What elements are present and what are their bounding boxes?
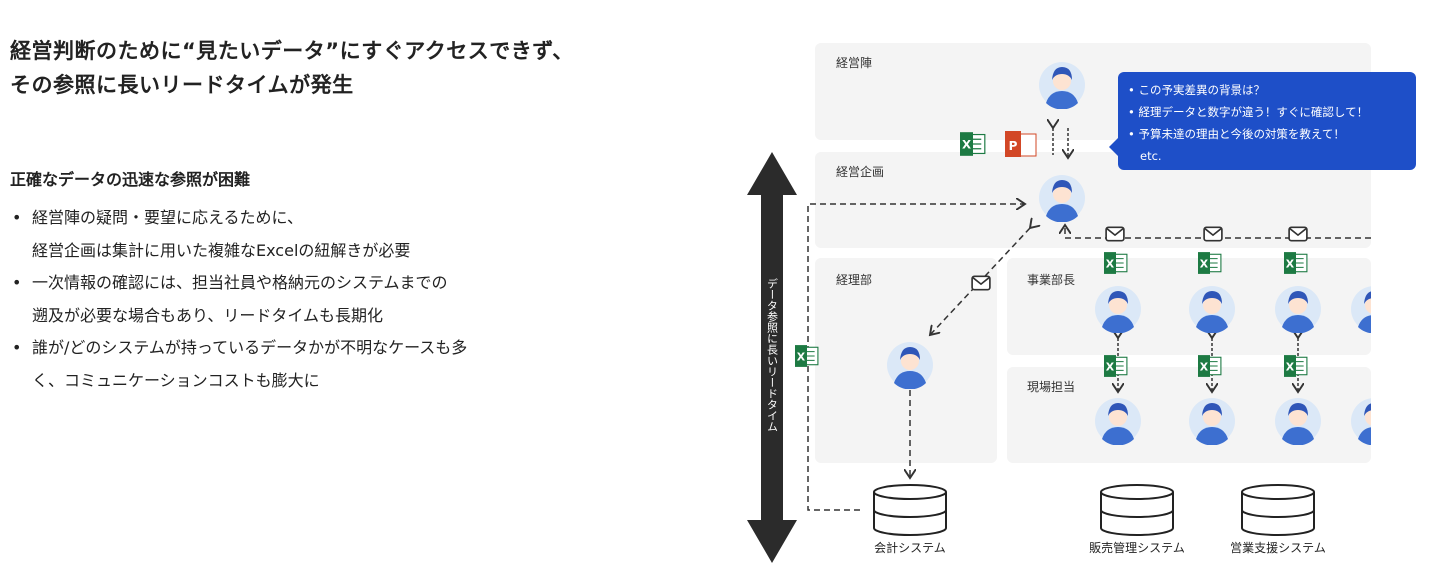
excel-icon — [795, 345, 819, 367]
mail-icon — [971, 275, 991, 291]
svg-text:経営陣: 経営陣 — [836, 56, 872, 70]
svg-text:P: P — [1009, 139, 1018, 153]
svg-text:データ参照に長いリードタイム: データ参照に長いリードタイム — [766, 277, 779, 432]
svg-text:経理部: 経理部 — [836, 272, 872, 287]
executive-questions-bubble: • この予実差異の背景は？ • 経理データと数字が違う！すぐに確認して！ • 予… — [1109, 72, 1416, 170]
title-line-1: 経営判断のために“見たいデータ”にすぐアクセスできず、 — [10, 39, 574, 63]
system-accounting: 会計システム — [873, 484, 947, 555]
svg-text:事業部長: 事業部長 — [1027, 272, 1075, 287]
bullet-list: 経営陣の疑問・要望に応えるために、経営企画は集計に用いた複雑なExcelの紐解き… — [10, 202, 467, 397]
excel-icon — [1198, 355, 1222, 377]
svg-text:現場担当: 現場担当 — [1027, 380, 1075, 394]
bubble-line: etc. — [1140, 149, 1162, 163]
mail-icon — [1203, 226, 1223, 242]
bubble-line: • 経理データと数字が違う！すぐに確認して！ — [1128, 105, 1369, 119]
svg-text:経営企画: 経営企画 — [836, 164, 884, 179]
panel-field-staff: 現場担当 — [1007, 367, 1371, 463]
svg-text:営業支援システム: 営業支援システム — [1230, 541, 1326, 555]
bubble-line: • この予実差異の背景は？ — [1128, 83, 1265, 97]
bullet-item: 一次情報の確認には、担当社員や格納元のシステムまでの遡及が必要な場合もあり、リー… — [10, 267, 467, 332]
excel-icon — [1104, 355, 1128, 377]
title-line-2: その参照に長いリードタイムが発生 — [10, 73, 354, 97]
lead-time-arrow: データ参照に長いリードタイム — [747, 152, 797, 563]
excel-icon — [1198, 252, 1222, 274]
bullet-item: 経営陣の疑問・要望に応えるために、経営企画は集計に用いた複雑なExcelの紐解き… — [10, 202, 467, 267]
excel-icon — [960, 132, 986, 156]
excel-icon — [1284, 355, 1308, 377]
system-sales-management: 販売管理システム — [1089, 484, 1185, 555]
bullet-item: 誰が/どのシステムが持っているデータかが不明なケースも多く、コミュニケーションコ… — [10, 332, 467, 397]
svg-text:会計システム: 会計システム — [874, 540, 946, 555]
bubble-line: • 予算未達の理由と今後の対策を教えて！ — [1128, 127, 1345, 141]
mail-icon — [1288, 226, 1308, 242]
subheading: 正確なデータの迅速な参照が困難 — [10, 170, 251, 189]
powerpoint-icon: P — [1005, 131, 1037, 157]
page-title: 経営判断のために“見たいデータ”にすぐアクセスできず、 その参照に長いリードタイ… — [10, 34, 574, 102]
system-sales-support: 営業支援システム — [1230, 484, 1326, 555]
excel-icon — [1104, 252, 1128, 274]
svg-text:販売管理システム: 販売管理システム — [1089, 540, 1185, 555]
mail-icon — [1105, 226, 1125, 242]
excel-icon — [1284, 252, 1308, 274]
